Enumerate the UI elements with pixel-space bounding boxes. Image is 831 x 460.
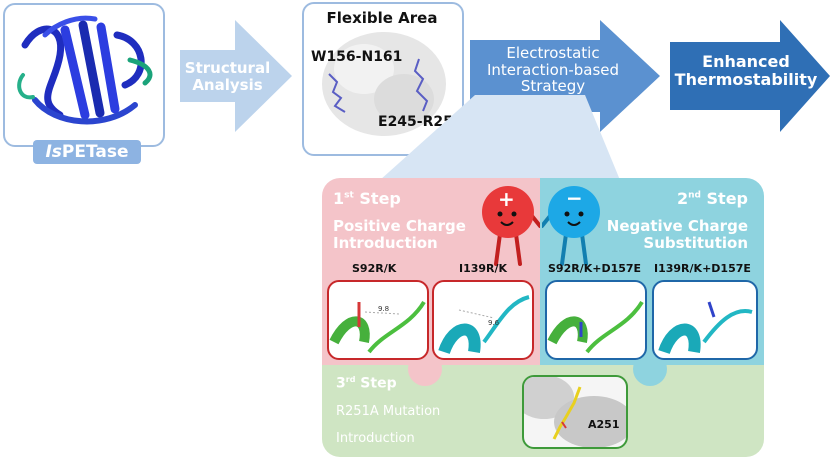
mutant-image-a251: A251 <box>522 375 628 449</box>
strategy-funnel <box>380 95 620 180</box>
arrow-enhanced-thermostability-text: Enhanced Thermostability <box>674 52 818 89</box>
enzyme-label-prefix: Is <box>45 142 62 162</box>
mutant-image-s92rk: 9.8 <box>327 280 429 360</box>
distance-label-i139rk: 9.6 <box>488 319 500 327</box>
mutant-label-s92rk: S92R/K <box>352 262 397 275</box>
mutant-image-s92rk-d157e <box>545 280 647 360</box>
mutant-label-s92rk-d157e: S92R/K+D157E <box>548 262 642 275</box>
mutant-image-i139rk-d157e <box>652 280 758 360</box>
mutant-label-i139rk: I139R/K <box>459 262 508 275</box>
arrow-enhanced-thermostability <box>670 20 830 132</box>
step3-heading: 3rd Step <box>336 375 397 392</box>
arrow-electrostatic-strategy-text: Electrostatic Interaction-based Strategy <box>486 44 620 95</box>
distance-label-s92rk: 9.8 <box>378 305 390 313</box>
flexible-area-title: Flexible Area <box>326 9 438 27</box>
step3-title-line1: R251A Mutation <box>336 404 441 419</box>
mutant-image-i139rk: 9.6 <box>432 280 534 360</box>
enzyme-label-suffix: PETase <box>61 142 129 162</box>
negative-charge-mascot <box>542 186 600 266</box>
step2-heading: 2nd Step <box>676 189 748 208</box>
negative-charge-symbol: − <box>566 186 583 210</box>
step3-title-line2: Introduction <box>336 431 415 446</box>
step1-title: Positive Charge Introduction <box>333 217 466 252</box>
positive-charge-symbol: + <box>498 187 515 211</box>
enzyme-label-badge: IsPETase <box>33 140 141 164</box>
arrow-structural-analysis-text: Structural Analysis <box>184 59 271 94</box>
step1-heading: 1st Step <box>333 189 401 208</box>
enzyme-structure-image <box>3 3 165 147</box>
step2-title: Negative Charge Substitution <box>606 217 748 252</box>
mutant-label-i139rk-d157e: I139R/K+D157E <box>654 262 751 275</box>
arrow-structural-analysis <box>180 20 292 132</box>
flexible-area-region1: W156-N161 <box>311 49 403 65</box>
residue-label-a251: A251 <box>588 418 620 431</box>
positive-charge-mascot <box>482 186 540 266</box>
